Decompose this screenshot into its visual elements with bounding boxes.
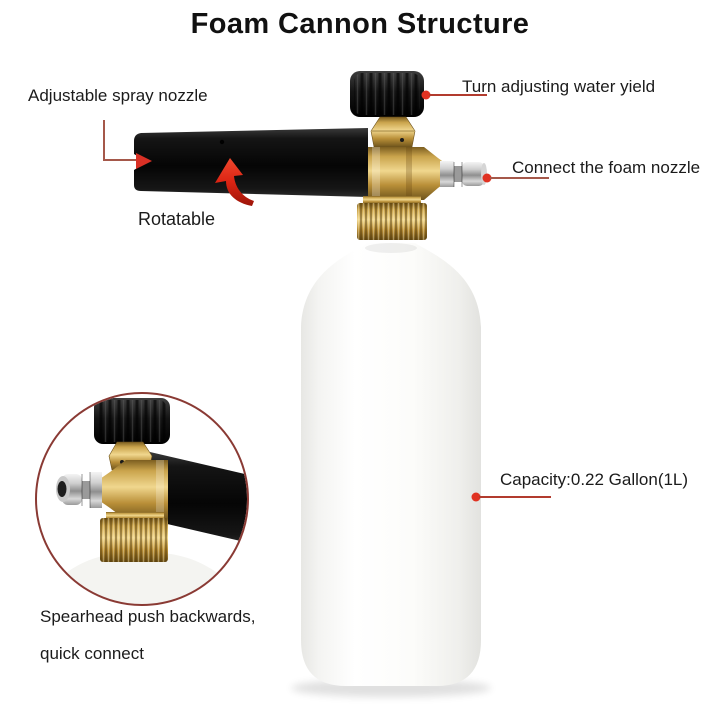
- brass-hex-nut: [370, 116, 416, 148]
- brass-valve-body: [368, 147, 449, 200]
- bottle-neck-shade: [365, 243, 417, 253]
- label-spearhead-line1: Spearhead push backwards,: [40, 607, 256, 626]
- annotation-pointers: [103, 90, 551, 502]
- label-capacity: Capacity:0.22 Gallon(1L): [500, 470, 689, 489]
- barrel-hole: [219, 139, 225, 145]
- knurled-ring-texture: [357, 203, 427, 240]
- inset-ring-collar: [106, 512, 164, 520]
- body-facet-shade: [406, 147, 412, 200]
- inset-ring-texture: [100, 518, 168, 562]
- quick-connect-nipple: [440, 161, 487, 187]
- foam-nozzle-dot-icon: [482, 173, 492, 183]
- water-yield-dot-icon: [421, 90, 431, 100]
- inset-barrel: [150, 452, 247, 546]
- ring-collar: [363, 196, 421, 204]
- body-highlight: [372, 147, 380, 200]
- hex-pin-dot: [400, 138, 404, 142]
- inset-circle-border: [35, 392, 249, 606]
- knob-knurling: [354, 73, 420, 115]
- main-product: [134, 71, 491, 697]
- label-adjustable-spray-nozzle: Adjustable spray nozzle: [28, 86, 208, 105]
- label-connect-the-foam-nozzle: Connect the foam nozzle: [512, 158, 701, 177]
- inset-nipple: [56, 472, 102, 508]
- label-spearhead-line2: quick connect: [40, 644, 144, 663]
- label-turn-adjusting-water-yield: Turn adjusting water yield: [462, 77, 656, 96]
- quick-connect-inset: [35, 392, 249, 606]
- rotate-arrow-icon: [215, 158, 254, 206]
- inset-knob-knurling: [98, 400, 166, 442]
- inset-body-highlight: [156, 460, 164, 520]
- spray-nozzle-pointer-line: [103, 120, 136, 161]
- bottle: [301, 243, 481, 686]
- diagram-title: Foam Cannon Structure: [190, 8, 530, 40]
- spray-nozzle-arrowhead-icon: [136, 153, 152, 169]
- capacity-dot-icon: [471, 492, 481, 502]
- label-rotatable: Rotatable: [138, 209, 216, 229]
- inset-valve-body: [97, 460, 168, 520]
- spray-nozzle-barrel: [134, 128, 368, 197]
